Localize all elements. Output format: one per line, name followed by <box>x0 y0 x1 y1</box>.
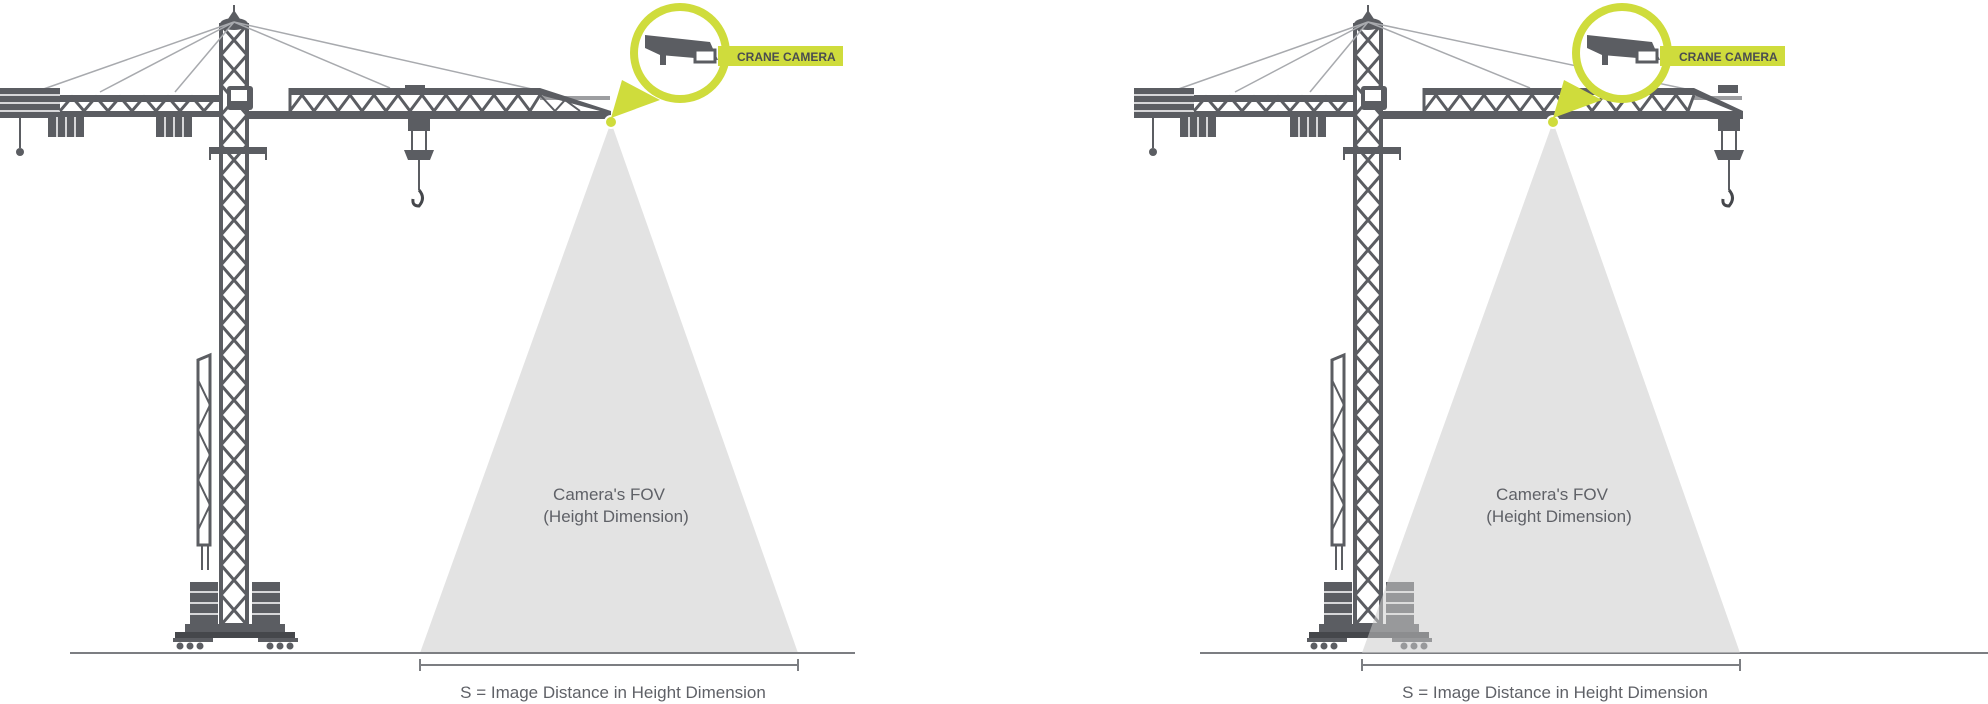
security-camera-icon <box>645 35 718 65</box>
fov-label-line2: (Height Dimension) <box>543 507 689 526</box>
camera-callout: CRANE CAMERA <box>1553 3 1785 118</box>
counter-jib <box>0 88 222 156</box>
base-ballast <box>173 582 298 650</box>
climbing-frame <box>1330 352 1346 570</box>
crane-mast <box>219 23 249 627</box>
camera-mount-point <box>604 115 618 129</box>
fov-cone-overlay <box>1362 122 1740 653</box>
tower-crane <box>1134 5 1744 650</box>
main-jib <box>247 88 611 119</box>
crane-hook-icon <box>1714 85 1744 208</box>
counter-jib <box>1134 88 1356 156</box>
crane-hook-icon <box>404 85 434 208</box>
panel-right: CRANE CAMERA Camera's FOV (Height Dimens… <box>1134 3 1988 702</box>
callout-label: CRANE CAMERA <box>1679 50 1778 64</box>
fov-label-line1: Camera's FOV <box>1496 485 1609 504</box>
crane-mast <box>1353 23 1383 627</box>
fov-label-line1: Camera's FOV <box>553 485 666 504</box>
fov-cone <box>1362 122 1740 653</box>
security-camera-icon <box>1587 35 1660 65</box>
distance-label: S = Image Distance in Height Dimension <box>460 683 766 702</box>
fov-cone <box>420 122 798 653</box>
callout-label: CRANE CAMERA <box>737 50 836 64</box>
camera-callout: CRANE CAMERA <box>611 3 843 118</box>
climbing-frame <box>196 352 212 570</box>
crane-cables <box>34 21 546 93</box>
tower-crane <box>0 5 611 650</box>
distance-dimension <box>1361 659 1741 671</box>
distance-dimension <box>419 659 799 671</box>
distance-label: S = Image Distance in Height Dimension <box>1402 683 1708 702</box>
fov-label-line2: (Height Dimension) <box>1486 507 1632 526</box>
camera-mount-point <box>1546 115 1560 129</box>
panel-left: CRANE CAMERA Camera's FOV (Height Dimens… <box>0 3 855 702</box>
base-ballast <box>1307 582 1432 650</box>
